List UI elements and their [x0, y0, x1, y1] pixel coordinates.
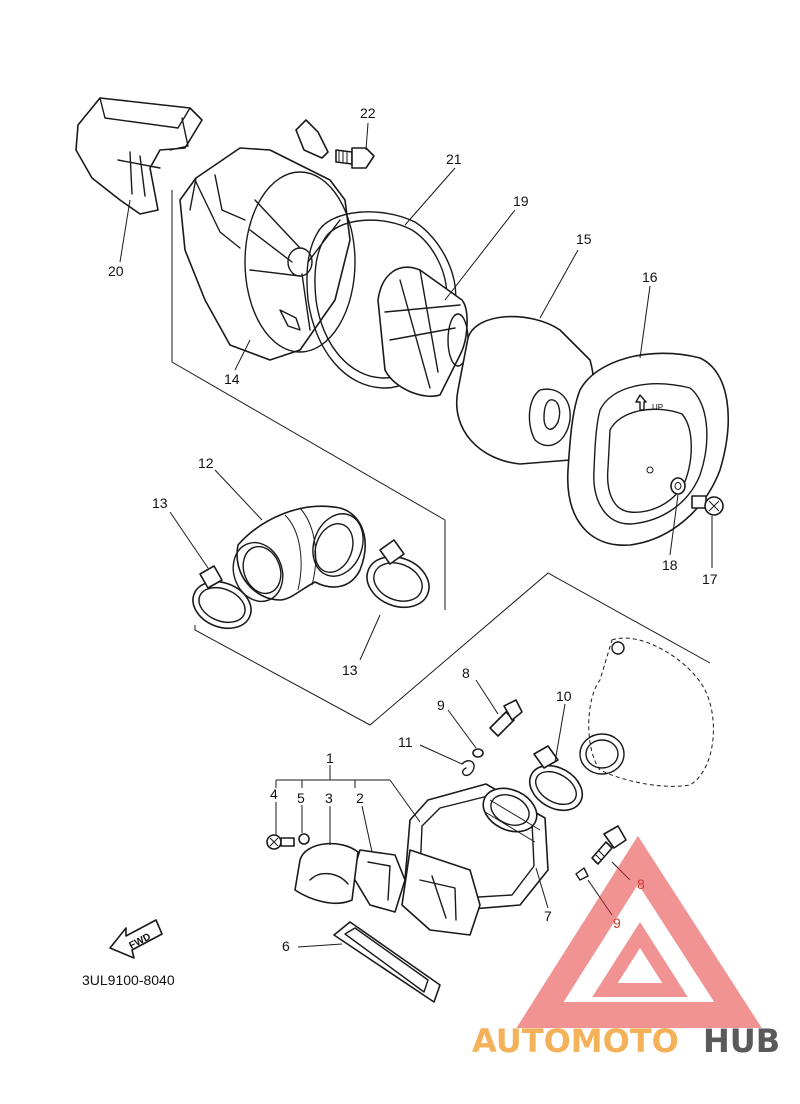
label-part-2: 2	[356, 790, 364, 806]
label-part-12: 12	[198, 455, 214, 471]
automotohub-watermark: AUTOMOTO HUB	[472, 835, 780, 1060]
label-part-10: 10	[556, 688, 572, 704]
label-part-13-lower: 13	[342, 662, 358, 678]
part-11-clip	[461, 760, 475, 777]
label-part-13-upper: 13	[152, 495, 168, 511]
part-6-gasket	[333, 921, 441, 1003]
part-3-stopper-plate	[294, 842, 359, 905]
part-14-filter-case	[179, 119, 356, 361]
catalog-code: 3UL9100-8040	[82, 972, 175, 988]
label-part-15: 15	[576, 231, 592, 247]
part-2-reed-plate	[351, 849, 406, 913]
part-9-washer-upper	[472, 748, 484, 758]
label-part-22: 22	[360, 105, 376, 121]
label-part-18: 18	[662, 557, 678, 573]
label-part-21: 21	[446, 151, 462, 167]
part-13-clamp-left	[192, 565, 252, 630]
assembly-outline-upper	[171, 190, 711, 726]
watermark-triangle	[516, 835, 762, 1028]
part-10-clamp	[528, 745, 584, 812]
part-9-washer-lower	[575, 867, 589, 881]
engine-reference-outline	[579, 637, 714, 787]
part-16-filter-cover: UP	[567, 352, 729, 546]
part-5-washer	[298, 833, 310, 845]
label-part-1: 1	[326, 750, 334, 766]
label-part-11: 11	[398, 734, 413, 750]
label-part-8-upper: 8	[462, 665, 470, 681]
label-part-7: 7	[544, 908, 552, 924]
label-part-3: 3	[325, 790, 333, 806]
part-4-screw	[266, 834, 295, 850]
label-part-20: 20	[108, 263, 124, 279]
label-part-9-upper: 9	[437, 697, 445, 713]
label-part-17: 17	[702, 571, 718, 587]
part-18-washer	[670, 477, 686, 495]
part-22-bolt	[335, 147, 375, 169]
cover-up-marking: UP	[652, 403, 663, 412]
watermark-brand-part2: HUB	[703, 1022, 780, 1060]
part-1-reed-valve-assembly	[401, 849, 481, 936]
leader-lines	[119, 122, 713, 948]
label-part-16: 16	[642, 269, 658, 285]
part-19-filter-cage	[377, 266, 469, 397]
part-8-bolt-upper	[489, 699, 523, 737]
watermark-brand-part1: AUTOMOTO	[472, 1022, 679, 1060]
fwd-direction-arrow: FWD	[109, 919, 163, 959]
label-part-4: 4	[270, 786, 278, 802]
part-17-screw	[691, 495, 724, 516]
label-part-6: 6	[282, 938, 290, 954]
part-8-bolt-lower	[591, 825, 627, 865]
part-13-clamp-right	[366, 539, 430, 609]
watermark-inner-triangle	[592, 921, 688, 997]
part-20-air-scoop	[75, 97, 203, 215]
label-part-19: 19	[513, 193, 529, 209]
part-labels: 20 22 21 19 15 16 14 12 13 13 18 17 8 9 …	[108, 105, 718, 954]
label-part-5: 5	[297, 790, 305, 806]
label-part-9-lower: 9	[613, 915, 621, 931]
label-part-14: 14	[224, 371, 240, 387]
part-12-intake-hose	[232, 505, 366, 603]
